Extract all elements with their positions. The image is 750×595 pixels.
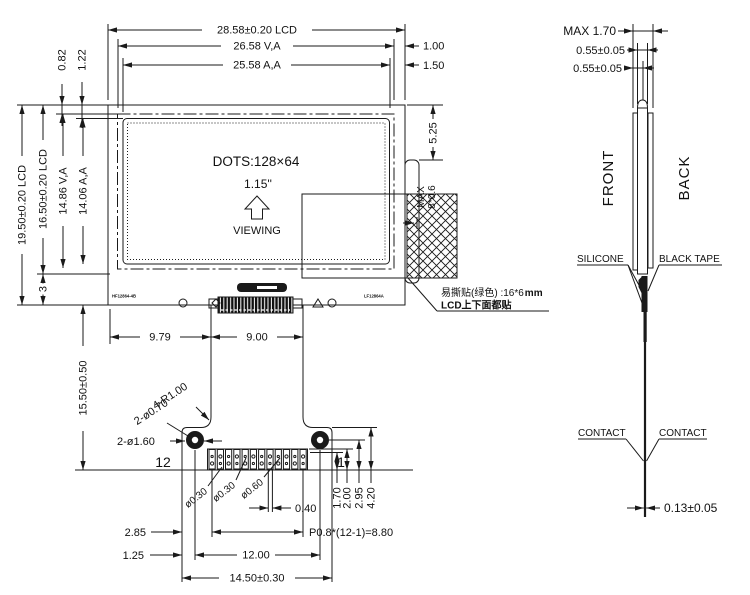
- dim-tab-max-label: MAX: [416, 186, 427, 208]
- alignment-circle-left: [178, 298, 188, 308]
- tape-taper: [643, 312, 647, 342]
- dimensions-left: 0.82 1.22 19.50±0.20 LCD 16.50±0.20 LCD …: [15, 49, 123, 306]
- sticker-note: 易撕贴(绿色) :16*6mm LCD上下面都贴: [407, 277, 549, 312]
- pin-strip-outline: [207, 448, 308, 471]
- dim-hole-outer: 2-ø1.60: [117, 436, 155, 448]
- dim-glass-thickness-2: 0.55±0.05: [573, 63, 622, 75]
- dim-pin-width: 0.40: [295, 503, 316, 515]
- contact-label-right: CONTACT: [659, 428, 707, 439]
- pin-number-12: 12: [155, 454, 171, 470]
- dim-tab-top: 5.25: [428, 122, 440, 143]
- dim-pin-height-2: 2.00: [342, 487, 354, 508]
- front-polarizer: [632, 112, 638, 271]
- panel-marking-left: HF12864-4B: [112, 294, 136, 299]
- pin-strip: [208, 449, 307, 470]
- dimensions-top: 28.58±0.20 LCD 26.58 V,A 25.58 A,A 1.00 …: [107, 23, 444, 112]
- back-polarizer: [647, 112, 654, 269]
- front-side-label: FRONT: [600, 150, 617, 207]
- glass-stack: [637, 107, 648, 275]
- dim-glass-thickness-1: 0.55±0.05: [576, 45, 625, 57]
- dim-plate-height: 4.20: [366, 487, 378, 508]
- mounting-hole-right-bore: [316, 436, 324, 444]
- dim-right-offset-1: 1.00: [423, 41, 444, 53]
- dim-aa-top-offset: 1.22: [77, 49, 89, 70]
- band-ear-right: [292, 298, 303, 309]
- display-labels: DOTS:128×64 1.15'' VIEWING: [213, 154, 300, 237]
- dim-edge-to-pin: 2.85: [125, 527, 146, 539]
- dots-label: DOTS:128×64: [213, 154, 300, 169]
- dim-lcd-height: 19.50±0.20 LCD: [17, 165, 29, 245]
- dim-lcd-width: 28.58±0.20 LCD: [217, 25, 297, 37]
- viewing-arrow-icon: [243, 195, 271, 220]
- back-side-label: BACK: [676, 156, 693, 201]
- sticker-note-line2: LCD上下面都贴: [441, 299, 512, 312]
- side-callouts: SILICONE BLACK TAPE CONTACT CONTACT 0.13…: [577, 254, 722, 515]
- diamond-mark-icon: [211, 298, 221, 308]
- dim-va-top-offset: 0.82: [57, 49, 69, 70]
- dim-pin-hole-a: ø0.30: [183, 486, 210, 511]
- dim-pin-hole-b: ø0.30: [211, 480, 238, 505]
- dim-pin-height-1: 1.70: [332, 487, 344, 508]
- dim-tail-offset: 9.79: [149, 332, 170, 344]
- dim-fpc-thickness: 0.13±0.05: [664, 501, 718, 515]
- fpc-tail-outline: [181, 305, 333, 471]
- triangle-mark-icon: [312, 298, 324, 308]
- dim-tail-length: 15.50±0.50: [78, 361, 90, 416]
- dim-edge-to-hole: 1.25: [123, 550, 144, 562]
- dim-hole-center-height: 2.95: [354, 487, 366, 508]
- sticker-hatch: [406, 193, 458, 279]
- silicone-dome: [637, 99, 648, 109]
- dim-right-offset-2: 1.50: [423, 60, 444, 72]
- dim-tail-width: 9.00: [246, 332, 267, 344]
- dim-va-width: 26.58 V,A: [233, 41, 281, 53]
- dim-plate-width: 14.50±0.30: [230, 573, 285, 585]
- dim-pin-hole-c: ø0.60: [239, 477, 266, 502]
- tail-dims-right: 1.70 2.00 2.95 4.20: [309, 427, 378, 509]
- pin-number-1: 1: [337, 454, 345, 470]
- side-view: MAX 1.70 0.55±0.05 0.55±0.05 FRONT BACK …: [563, 24, 722, 517]
- dim-va-height: 14.86 V,A: [58, 167, 70, 215]
- sticker-note-line1: 易撕贴(绿色) :16*6mm: [441, 286, 543, 299]
- dim-tab-max-value: 8*0.6: [427, 185, 438, 209]
- panel-marking-right: LF12864A: [364, 294, 384, 299]
- dim-total-thickness: MAX 1.70: [563, 24, 616, 38]
- dimensions-right-front: 5.25 MAX 8*0.6: [407, 104, 443, 209]
- mounting-hole-left-bore: [191, 436, 199, 444]
- silicone-label: SILICONE: [577, 254, 624, 265]
- black-tape-section: [641, 276, 648, 312]
- dim-hole-span: 12.00: [242, 550, 270, 562]
- viewing-label: VIEWING: [233, 225, 281, 237]
- alignment-circle-right: [327, 298, 337, 308]
- size-label: 1.15'': [244, 177, 272, 191]
- tail-view: 12 1: [75, 305, 413, 471]
- contact-label-left: CONTACT: [578, 428, 626, 439]
- dim-aa-height: 14.06 A,A: [78, 166, 90, 214]
- black-tape-label: BLACK TAPE: [659, 254, 720, 265]
- front-view: HF12864-4B LF12864A: [107, 104, 458, 314]
- viewing-area-outline: [117, 113, 395, 270]
- side-dims-top: [618, 24, 668, 108]
- dim-lcd-height-2: 16.50±0.20 LCD: [38, 149, 50, 229]
- dim-corner-radius: 4-R1.00: [151, 381, 190, 412]
- lcd-outline: [107, 104, 406, 306]
- active-area-inner-edge: [127, 122, 386, 260]
- dim-bottom-strip: 3: [38, 286, 50, 292]
- tail-leaders: 2-ø1.60 2-ø0.70 4-R1.00: [117, 381, 222, 448]
- silicone-fillet: [638, 277, 642, 293]
- active-area-outline: [122, 118, 390, 265]
- dim-aa-width: 25.58 A,A: [233, 60, 281, 72]
- dim-pin-pitch: P0.8*(12-1)=8.80: [309, 527, 393, 539]
